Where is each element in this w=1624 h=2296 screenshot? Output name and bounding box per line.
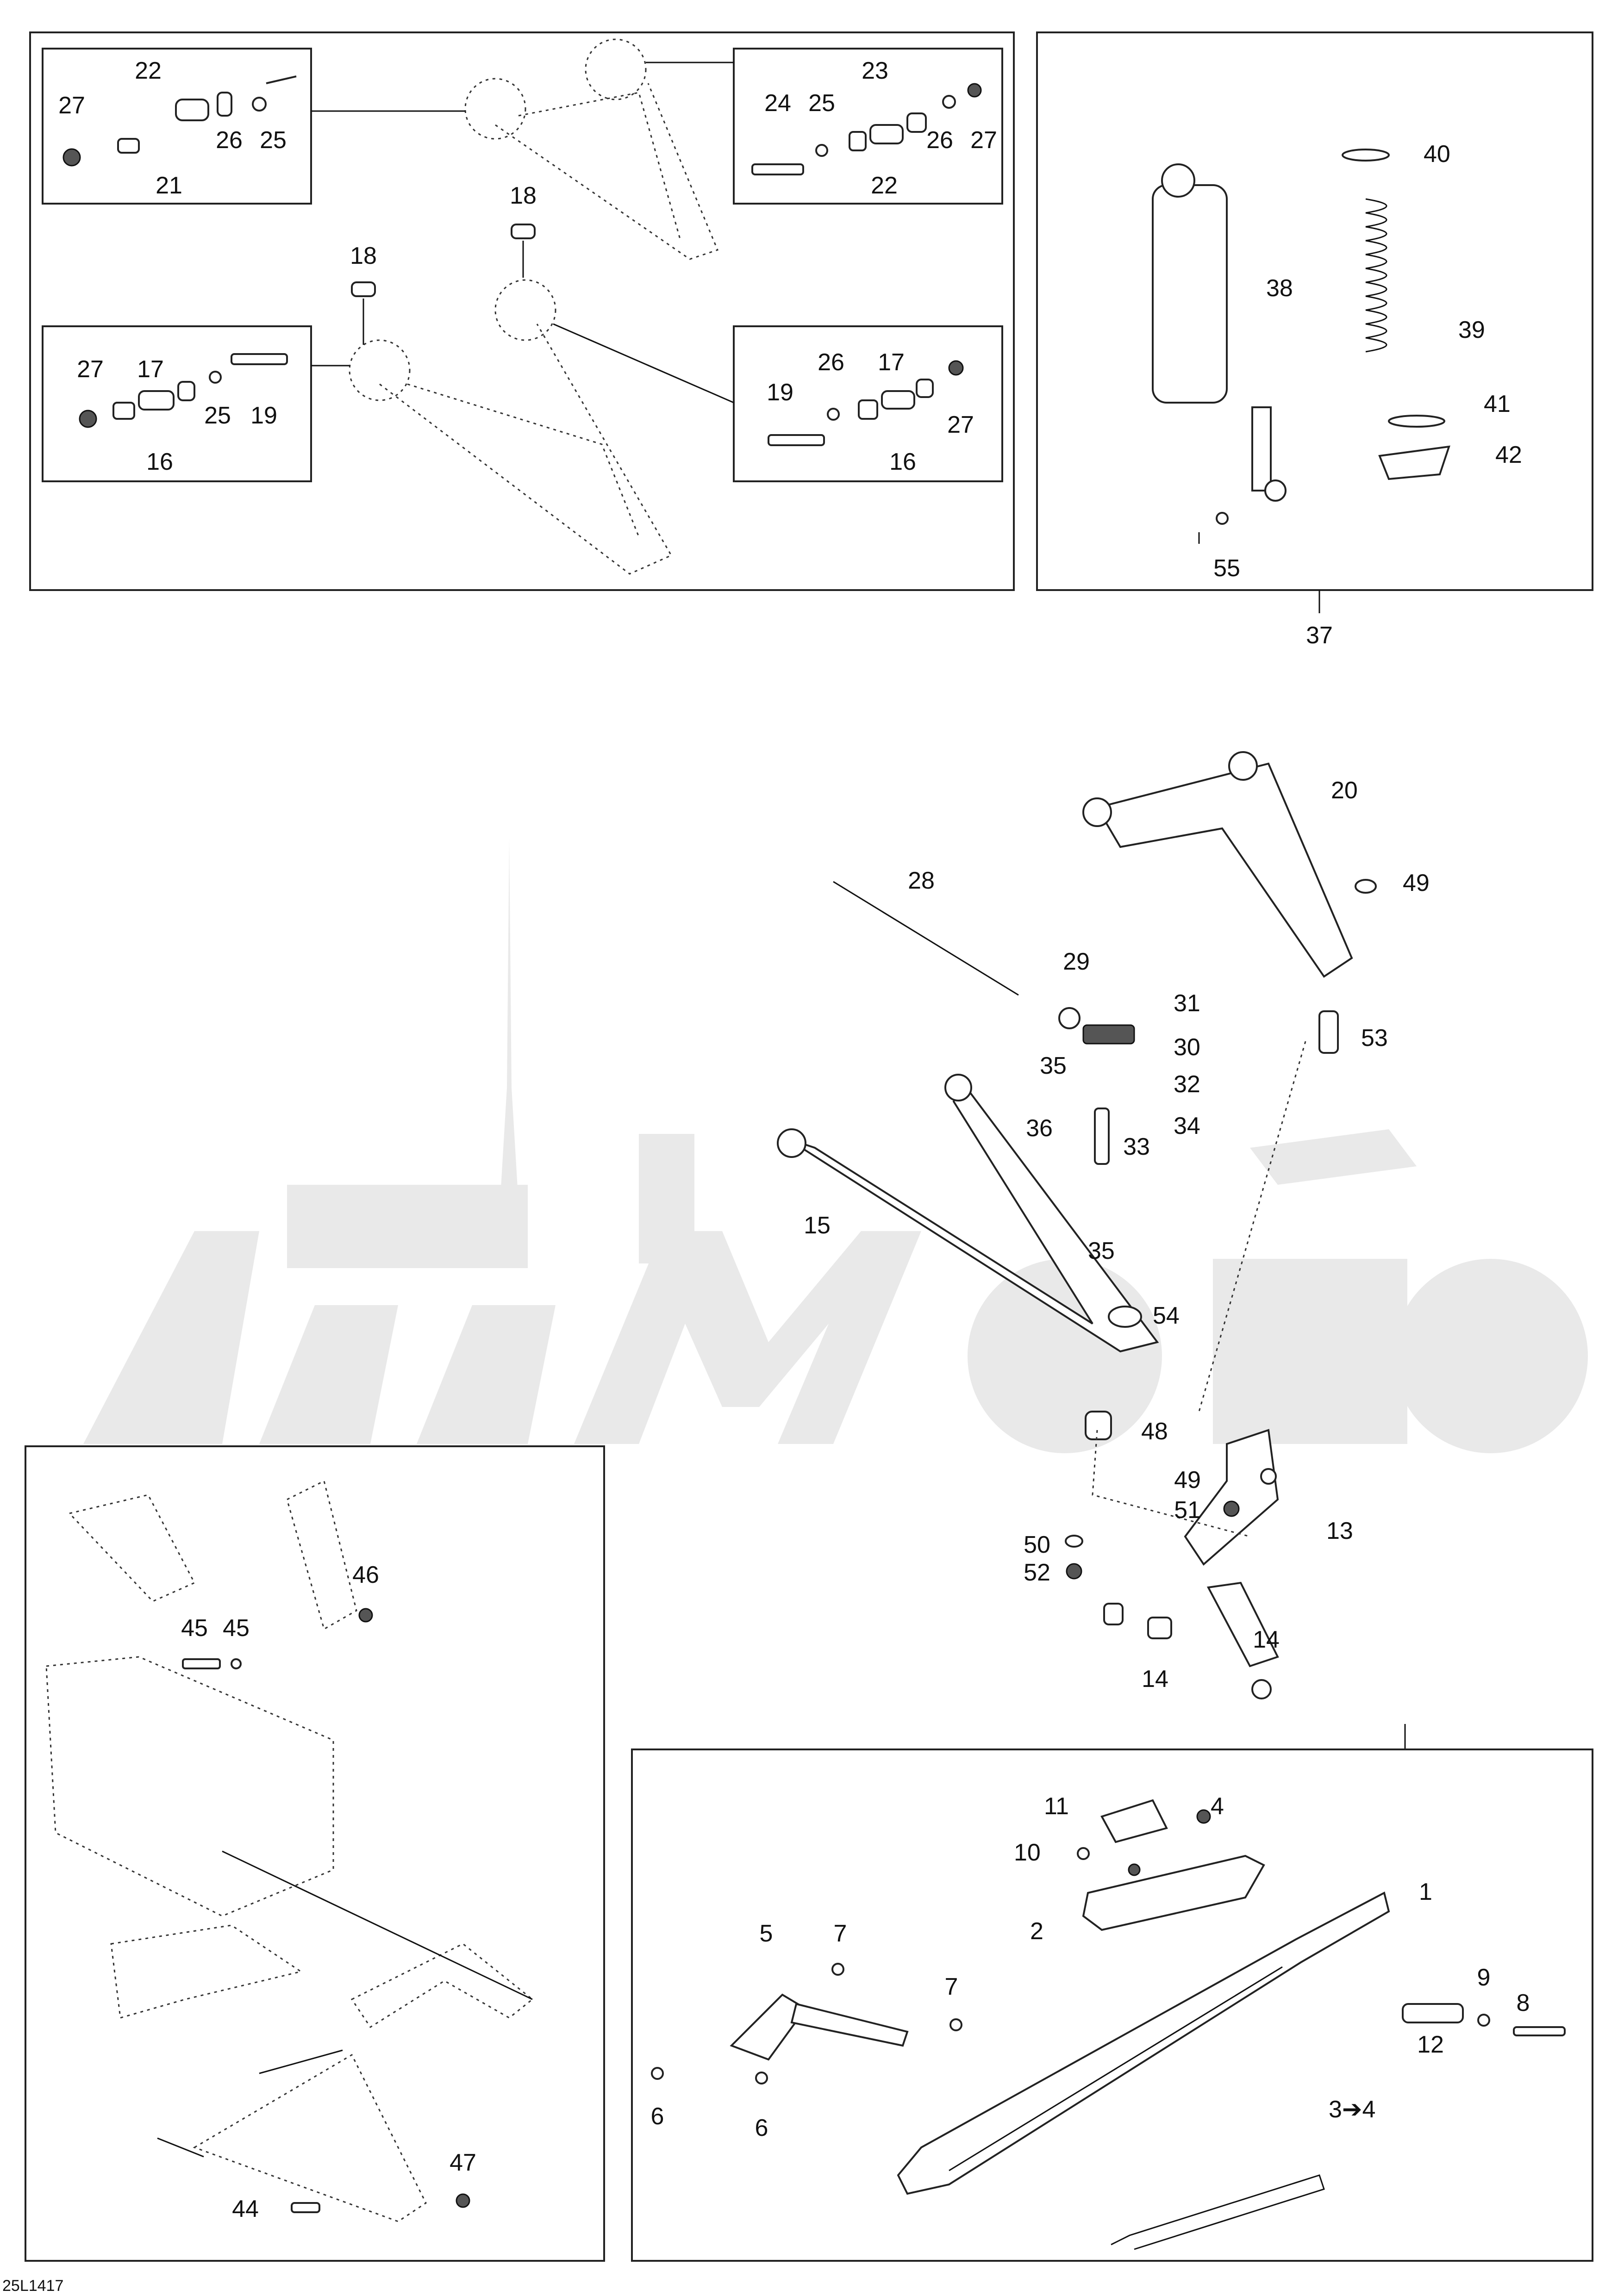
suspension-main-sketch (777, 751, 1377, 1699)
callout-35: 35 (1040, 1052, 1067, 1079)
callout-1: 1 (1419, 1879, 1432, 1905)
callout-7: 7 (834, 1920, 847, 1947)
callout-31: 31 (1174, 990, 1200, 1017)
shock-panel (1036, 31, 1593, 591)
callout-33: 33 (1123, 1133, 1150, 1160)
callouts-shock: 40 38 39 41 42 55 37 (1213, 141, 1522, 649)
detail-box-lower-left (42, 325, 312, 482)
callout-6: 6 (755, 2115, 768, 2141)
callout-39: 40 (1424, 141, 1450, 168)
upper-arm-hardware-panel (29, 31, 1015, 591)
callout-2: 2 (1030, 1918, 1043, 1945)
callout-25: 25 (204, 402, 231, 429)
callouts-ski: 11 4 10 1 2 5 7 9 8 7 12 6 6 3➔4 (651, 1793, 1530, 2141)
detail-box-upper-left (42, 48, 312, 205)
callout-26: 26 (216, 127, 243, 154)
callout-18: 18 (510, 182, 537, 209)
callout-34: 34 (1174, 1113, 1200, 1139)
callout-14: 14 (1253, 1626, 1280, 1653)
callout-27: 27 (947, 411, 974, 438)
ski-sketch (651, 1799, 1566, 2250)
callout-47: 49 (1403, 870, 1430, 896)
callouts-frame: 46 45 45 47 44 (181, 1562, 476, 2222)
frame-sketch (45, 1480, 534, 2222)
callout-23: 24 (764, 90, 791, 117)
callouts-upper-left: 22 27 26 25 21 23 24 25 26 27 22 18 18 2… (58, 57, 997, 475)
callout-49: 51 (1174, 1497, 1201, 1524)
callout-21: 22 (871, 172, 898, 199)
callout-12: 12 (1417, 2031, 1444, 2058)
callout-3-arrow-4: 3➔4 (1329, 2096, 1375, 2123)
callout-36: 37 (1306, 622, 1333, 649)
callout-15: 15 (804, 1212, 831, 1239)
callout-7: 7 (945, 1973, 958, 2000)
callout-40: 41 (1484, 391, 1511, 417)
callout-38: 39 (1458, 317, 1485, 343)
callout-17: 17 (878, 349, 905, 376)
callout-27: 27 (77, 356, 104, 383)
callout-13: 13 (1326, 1518, 1353, 1544)
callout-54: 55 (1213, 555, 1240, 582)
callout-17: 17 (137, 356, 164, 383)
callout-6: 6 (651, 2103, 664, 2130)
callout-18: 18 (350, 243, 377, 269)
callout-34: 35 (1088, 1238, 1115, 1264)
callout-26: 26 (926, 127, 953, 154)
hardware-glyphs (62, 75, 982, 446)
callout-42: 44 (232, 2196, 259, 2222)
callout-35: 36 (1026, 1115, 1053, 1142)
callout-48: 49 (1174, 1467, 1201, 1493)
callout-16: 16 (889, 448, 916, 475)
callout-28: 28 (908, 867, 935, 894)
callout-11: 11 (1044, 1793, 1069, 1820)
callout-25: 25 (808, 90, 835, 117)
callout-46: 48 (1141, 1418, 1168, 1445)
callout-24: 25 (260, 127, 287, 154)
callout-45: 47 (450, 2149, 476, 2176)
callout-32: 32 (1174, 1071, 1200, 1098)
lower-a-arm-sketch (311, 224, 734, 575)
ski-panel (631, 1748, 1593, 2262)
callout-16: 16 (146, 448, 173, 475)
callout-43: 45 (181, 1615, 208, 1642)
callout-50: 53 (1361, 1025, 1388, 1052)
callout-22: 23 (862, 57, 888, 84)
callout-14: 14 (1142, 1666, 1168, 1692)
diagram-code: 25L1417 (2, 2277, 63, 2295)
callout-19: 19 (767, 379, 793, 406)
callout-8: 8 (1517, 1990, 1530, 2016)
callout-9: 9 (1477, 1964, 1491, 1991)
watermark (83, 838, 1588, 1453)
callout-44: 45 (223, 1615, 250, 1642)
callout-20: 20 (1331, 777, 1358, 804)
callout-49: 52 (1024, 1559, 1050, 1586)
frame-mount-panel (25, 1445, 605, 2262)
callout-30: 30 (1174, 1034, 1200, 1061)
callout-29: 29 (1063, 948, 1090, 975)
callout-4: 4 (1211, 1793, 1224, 1820)
callout-25: 26 (818, 349, 844, 376)
callout-21: 21 (156, 172, 182, 199)
callout-51: 54 (1153, 1302, 1180, 1329)
callouts-main: 20 49 28 29 31 53 30 35 32 36 34 33 15 3… (804, 777, 1430, 1749)
callout-10: 10 (1014, 1839, 1041, 1866)
detail-box-lower-right (733, 325, 1003, 482)
callout-27: 27 (970, 127, 997, 154)
callout-27: 27 (58, 92, 85, 119)
callout-37: 38 (1266, 275, 1293, 302)
detail-box-upper-right (733, 48, 1003, 205)
shock-sketch (1152, 149, 1450, 613)
callout-41: 42 (1495, 442, 1522, 468)
callout-5: 5 (760, 1920, 773, 1947)
callout-45: 46 (352, 1562, 379, 1588)
callout-22: 22 (135, 57, 162, 84)
callout-48: 50 (1024, 1531, 1050, 1558)
callout-19: 19 (250, 402, 277, 429)
upper-a-arm-sketch (311, 38, 734, 260)
